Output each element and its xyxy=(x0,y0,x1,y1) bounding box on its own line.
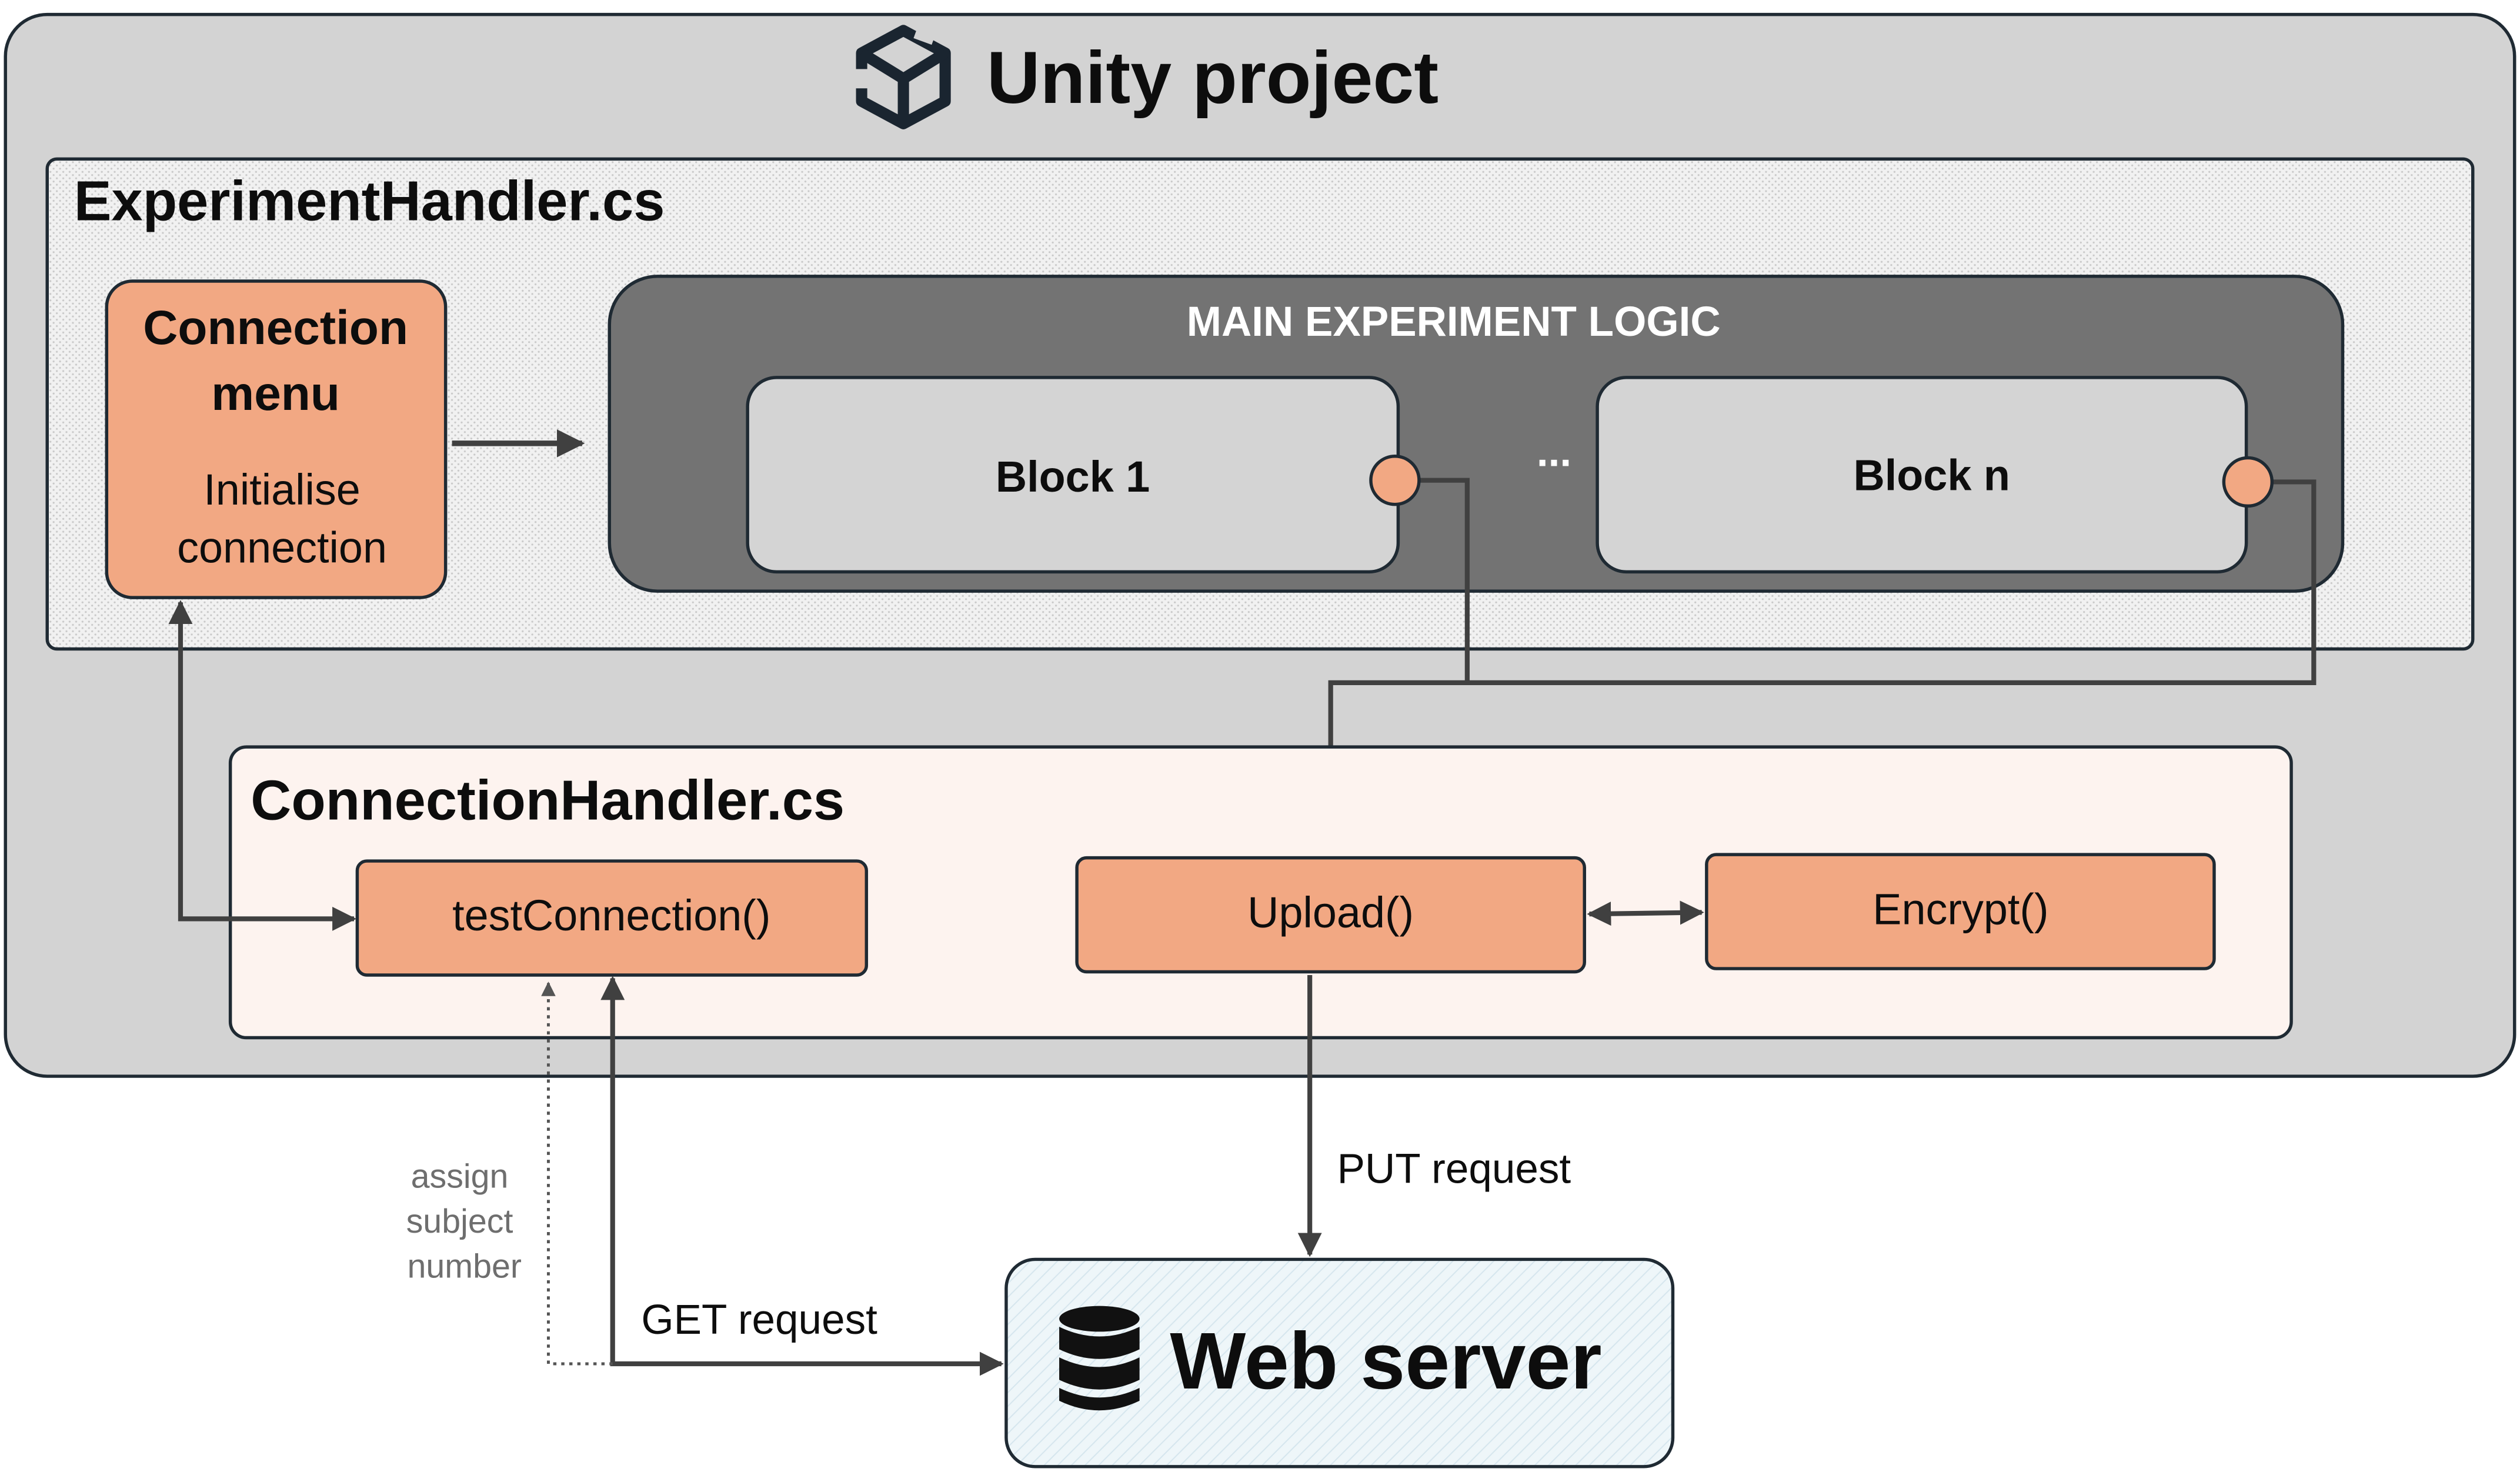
get-request-label: GET request xyxy=(641,1295,877,1344)
database-icon xyxy=(1059,1306,1140,1411)
block-n-port xyxy=(2222,456,2274,508)
test-connection-box xyxy=(355,859,869,977)
assign-label-line1: assign xyxy=(410,1159,509,1196)
connection-handler-label: ConnectionHandler.cs xyxy=(251,769,845,833)
connection-menu-title-line1: Connection xyxy=(143,302,409,355)
put-request-label: PUT request xyxy=(1337,1144,1571,1193)
connection-menu-desc-line2: connection xyxy=(177,523,388,572)
block-ellipsis: ... xyxy=(1536,427,1572,476)
connection-menu-title-line2: menu xyxy=(211,368,340,421)
unity-logo-icon xyxy=(849,20,951,129)
arrow-assign-subject xyxy=(541,982,613,1366)
block-1-port xyxy=(1369,454,1421,506)
connection-menu-desc-line1: Initialise xyxy=(203,466,361,515)
line-blockn-to-upload xyxy=(1319,479,2317,853)
arrow-test-to-menu xyxy=(168,600,357,931)
upload-box xyxy=(1075,856,1586,974)
encrypt-label: Encrypt() xyxy=(1873,885,2049,934)
upload-label: Upload() xyxy=(1247,889,1414,937)
test-connection-label: testConnection() xyxy=(452,892,771,940)
encrypt-box xyxy=(1705,853,2216,970)
block-1-label: Block 1 xyxy=(995,453,1150,502)
connection-menu-box xyxy=(105,279,448,599)
web-server-box xyxy=(1004,1257,1675,1468)
experiment-handler-label: ExperimentHandler.cs xyxy=(74,170,665,233)
arrow-upload-encrypt xyxy=(1587,900,1704,926)
main-logic-label: MAIN EXPERIMENT LOGIC xyxy=(1186,297,1721,346)
block-n-label: Block n xyxy=(1853,451,2010,500)
diagram-title: Unity project xyxy=(986,35,1439,119)
assign-label-line3: number xyxy=(407,1249,522,1286)
web-server-label: Web server xyxy=(1170,1316,1602,1407)
assign-label-line2: subject xyxy=(406,1203,513,1241)
